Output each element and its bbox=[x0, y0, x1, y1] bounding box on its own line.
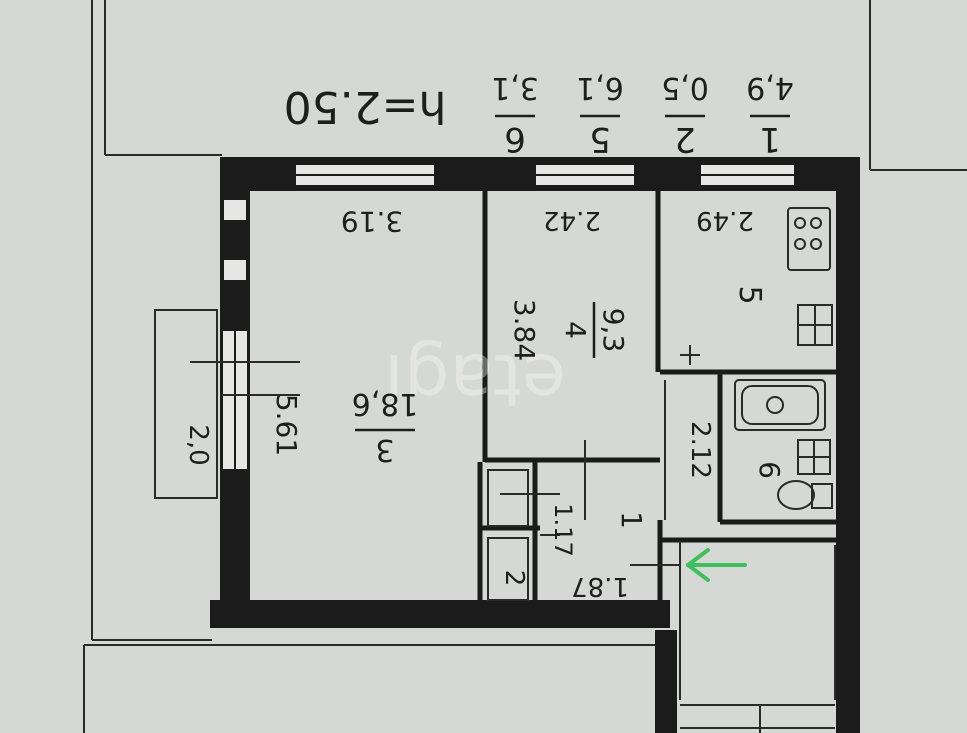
kitchen-sink-icon bbox=[797, 304, 833, 346]
room-6-number: 6 bbox=[753, 461, 786, 479]
room-3-length: 5.61 bbox=[270, 394, 303, 456]
partitions bbox=[477, 190, 850, 605]
height-label: h=2.50 bbox=[284, 81, 447, 132]
sheet-frame-lines bbox=[83, 0, 967, 733]
room-2-number: 2 bbox=[499, 570, 529, 587]
room-5-width: 2.49 bbox=[696, 205, 754, 235]
room-3-label: 3 18,6 bbox=[352, 386, 419, 467]
balcony-outline bbox=[154, 309, 218, 499]
explication-row: 6 3,1 bbox=[491, 70, 539, 159]
washbasin-icon bbox=[797, 439, 831, 475]
room-3-width: 3.19 bbox=[341, 205, 403, 238]
explication-room: 2 bbox=[674, 119, 696, 159]
room-4-number: 4 bbox=[559, 321, 592, 339]
room-6-length: 2.12 bbox=[685, 421, 715, 479]
balcony-area: 2,0 bbox=[183, 424, 213, 465]
explication-row: 5 6,1 bbox=[576, 70, 624, 159]
room-1-number: 1 bbox=[615, 511, 648, 529]
stove-icon bbox=[787, 207, 831, 271]
entrance-arrow-icon bbox=[686, 548, 747, 582]
explication-room: 6 bbox=[504, 119, 526, 159]
explication-row: 1 4,9 bbox=[746, 70, 794, 159]
room-3-number: 3 bbox=[375, 432, 394, 467]
explication-area: 0,5 bbox=[661, 70, 709, 105]
room-4-length: 3.84 bbox=[508, 299, 541, 361]
room-3-area: 18,6 bbox=[352, 386, 419, 421]
explication-area: 4,9 bbox=[746, 70, 794, 105]
bathtub-icon bbox=[734, 379, 826, 431]
explication-area: 6,1 bbox=[576, 70, 624, 105]
explication-table: 1 4,9 2 0,5 5 6,1 6 3,1 bbox=[491, 70, 794, 159]
room-4-label: 9,3 4 bbox=[559, 302, 630, 358]
toilet-icon bbox=[777, 480, 833, 510]
explication-room: 1 bbox=[759, 119, 781, 159]
explication-area: 3,1 bbox=[491, 70, 539, 105]
detail-lines bbox=[190, 345, 836, 733]
room-5-number: 5 bbox=[732, 285, 767, 304]
windows bbox=[221, 163, 796, 471]
explication-row: 2 0,5 bbox=[661, 70, 709, 159]
room-4-area: 9,3 bbox=[597, 308, 630, 353]
room-1-width: 1.17 bbox=[549, 503, 577, 556]
room-4-width: 2.42 bbox=[543, 205, 601, 235]
explication-room: 5 bbox=[589, 119, 611, 159]
room-1-length: 1.87 bbox=[571, 571, 629, 601]
watermark: etagi bbox=[384, 338, 566, 422]
